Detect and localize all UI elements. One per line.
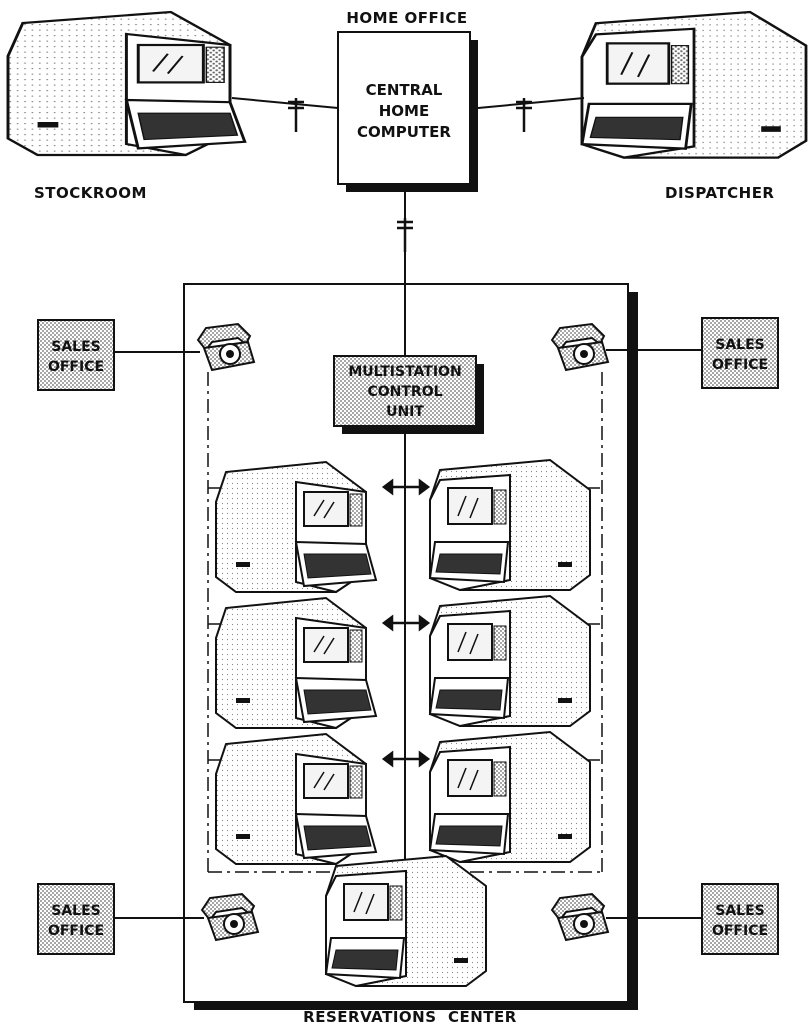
terminal-left-1 — [215, 461, 377, 593]
central-line-2: HOME — [379, 102, 429, 120]
terminal-left-3 — [215, 733, 377, 865]
multistation-line-2: CONTROL — [367, 384, 442, 400]
sales-label-1: SALES — [715, 903, 765, 919]
dispatcher-pole-icon — [514, 96, 534, 134]
sales-office-top-left: SALES OFFICE — [37, 319, 115, 391]
central-line-1: CENTRAL — [366, 81, 443, 99]
trunk-pole-icon — [395, 216, 415, 254]
dispatcher-label: DISPATCHER — [665, 184, 775, 202]
double-arrow-icon — [381, 478, 431, 768]
multistation-line-1: MULTISTATION — [348, 364, 461, 380]
sales-label-2: OFFICE — [712, 923, 768, 939]
sales-office-bottom-left: SALES OFFICE — [37, 883, 115, 955]
home-office-label: HOME OFFICE — [346, 9, 467, 27]
sales-label-2: OFFICE — [48, 923, 104, 939]
central-line-3: COMPUTER — [357, 123, 451, 141]
stockroom-label: STOCKROOM — [34, 184, 147, 202]
terminal-right-1 — [429, 459, 591, 591]
sales-label-2: OFFICE — [48, 359, 104, 375]
stockroom-terminal — [6, 10, 247, 157]
sales-label-1: SALES — [715, 337, 765, 353]
terminal-right-2 — [429, 595, 591, 727]
sales-office-top-right: SALES OFFICE — [701, 317, 779, 389]
terminal-left-2 — [215, 597, 377, 729]
sales-label-1: SALES — [51, 903, 101, 919]
reservations-center-label: RESERVATIONS CENTER — [303, 1008, 517, 1026]
central-computer-box — [337, 31, 471, 185]
terminal-bottom — [325, 855, 487, 987]
sales-label-1: SALES — [51, 339, 101, 355]
stockroom-pole-icon — [286, 96, 306, 134]
stockroom-line — [231, 97, 339, 109]
sales-office-bottom-right: SALES OFFICE — [701, 883, 779, 955]
multistation-line-3: UNIT — [386, 404, 424, 420]
dispatcher-terminal — [580, 10, 808, 160]
sales-label-2: OFFICE — [712, 357, 768, 373]
terminal-right-3 — [429, 731, 591, 863]
